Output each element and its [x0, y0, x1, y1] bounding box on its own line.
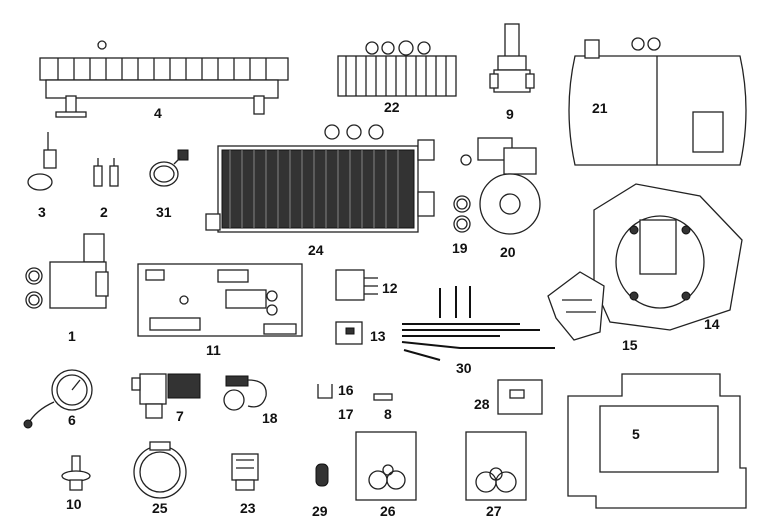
label-part-19: 19: [452, 240, 468, 256]
label-part-13: 13: [370, 328, 386, 344]
label-part-26: 26: [380, 503, 396, 519]
part-5-casing-panels: [567, 373, 747, 509]
part-7-valve-assembly: [131, 373, 201, 419]
label-part-7: 7: [176, 408, 184, 424]
part-31-wire-sensor: [149, 149, 189, 187]
label-part-15: 15: [622, 337, 638, 353]
label-part-22: 22: [384, 99, 400, 115]
part-12-transformer: [335, 269, 378, 301]
part-20-pump: [460, 137, 541, 235]
label-part-31: 31: [156, 204, 172, 220]
part-28-label-plate: [497, 379, 543, 415]
label-part-27: 27: [486, 503, 502, 519]
label-part-23: 23: [240, 500, 256, 516]
part-27-o-ring-kit: [465, 431, 527, 501]
label-part-12: 12: [382, 280, 398, 296]
label-part-24: 24: [308, 242, 324, 258]
part-18-actuator: [223, 375, 267, 411]
part-23-filter: [231, 453, 259, 491]
part-30-wiring-harness: [401, 286, 555, 361]
label-part-2: 2: [100, 204, 108, 220]
part-16-clip: [317, 384, 333, 399]
label-part-10: 10: [66, 496, 82, 512]
label-part-8: 8: [384, 406, 392, 422]
part-14-fan-assembly: [593, 183, 743, 331]
label-part-28: 28: [474, 396, 490, 412]
part-9-valve: [489, 23, 535, 93]
label-part-30: 30: [456, 360, 472, 376]
part-24-main-heat-exchanger: [205, 124, 435, 233]
label-part-14: 14: [704, 316, 720, 332]
part-2-sensor-pair: [93, 158, 119, 187]
part-26-seal-kit: [355, 431, 417, 501]
label-part-6: 6: [68, 412, 76, 428]
label-part-1: 1: [68, 328, 76, 344]
part-8-gasket: [373, 393, 393, 401]
part-4-manifold: [39, 40, 289, 118]
label-part-17: 17: [338, 406, 354, 422]
part-15-air-inlet: [547, 271, 605, 341]
label-part-9: 9: [506, 106, 514, 122]
label-part-5: 5: [632, 426, 640, 442]
label-part-21: 21: [592, 100, 608, 116]
part-10-air-vent: [61, 455, 91, 491]
label-part-11: 11: [206, 342, 221, 358]
part-3-electrode: [27, 132, 57, 191]
label-part-18: 18: [262, 410, 278, 426]
part-1-gas-valve: [25, 233, 109, 309]
label-part-25: 25: [152, 500, 168, 516]
part-29-cap: [315, 463, 329, 487]
part-6-pressure-gauge: [23, 369, 93, 429]
part-21-expansion-vessel: [568, 37, 747, 166]
label-part-3: 3: [38, 204, 46, 220]
label-part-16: 16: [338, 382, 354, 398]
part-22-plate-exchanger: [337, 40, 457, 97]
part-25-burner-housing: [133, 441, 187, 499]
label-part-4: 4: [154, 105, 162, 121]
label-part-29: 29: [312, 503, 328, 519]
label-part-20: 20: [500, 244, 516, 260]
part-13-relay: [335, 321, 363, 345]
part-11-control-board: [137, 263, 303, 337]
part-19-o-rings: [453, 195, 471, 233]
